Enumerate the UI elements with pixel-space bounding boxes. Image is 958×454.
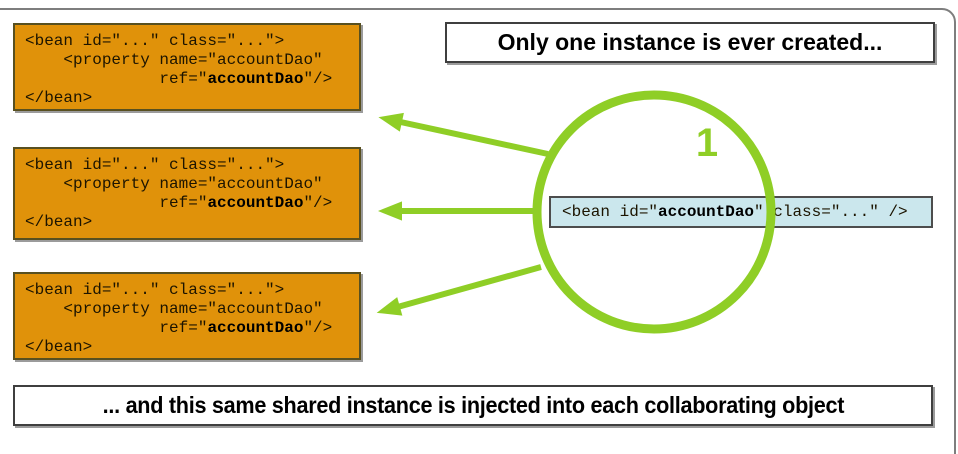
collaborator-bean-box-2: <bean id="..." class="..."> <property na… bbox=[13, 147, 361, 240]
xml-line: "/> bbox=[303, 70, 333, 88]
xml-line: <property name="accountDao" bbox=[25, 300, 323, 318]
bean-ref-name: accountDao bbox=[207, 319, 304, 337]
xml-line: "/> bbox=[303, 319, 333, 337]
bean-ref-name: accountDao bbox=[207, 70, 304, 88]
xml-line: <bean id="..." class="..."> bbox=[25, 281, 285, 299]
top-caption-box: Only one instance is ever created... bbox=[445, 22, 935, 63]
xml-line: "/> bbox=[303, 194, 333, 212]
xml-line: <property name="accountDao" bbox=[25, 175, 323, 193]
xml-line: ref=" bbox=[25, 70, 208, 88]
singleton-bean-box: <bean id="accountDao" class="..." /> bbox=[549, 196, 933, 228]
bottom-caption-box: ... and this same shared instance is inj… bbox=[13, 385, 933, 426]
xml-line: ref=" bbox=[25, 319, 208, 337]
collaborator-bean-box-3: <bean id="..." class="..."> <property na… bbox=[13, 272, 361, 360]
xml-segment: " class="..." /> bbox=[754, 203, 908, 221]
xml-line: </bean> bbox=[25, 89, 93, 107]
bean-ref-name: accountDao bbox=[207, 194, 304, 212]
bean-id-name: accountDao bbox=[658, 203, 755, 221]
xml-line: <property name="accountDao" bbox=[25, 51, 323, 69]
xml-line: <bean id="..." class="..."> bbox=[25, 156, 285, 174]
singleton-bean-xml: <bean id="accountDao" class="..." /> bbox=[562, 203, 908, 221]
xml-line: <bean id="..." class="..."> bbox=[25, 32, 285, 50]
collaborator-bean-xml-3: <bean id="..." class="..."> <property na… bbox=[15, 274, 359, 357]
top-caption-text: Only one instance is ever created... bbox=[497, 29, 883, 55]
collaborator-bean-xml-2: <bean id="..." class="..."> <property na… bbox=[15, 149, 359, 232]
bottom-caption-text: ... and this same shared instance is inj… bbox=[102, 392, 844, 418]
slide-frame bbox=[0, 8, 956, 454]
xml-line: ref=" bbox=[25, 194, 208, 212]
xml-segment: <bean id=" bbox=[562, 203, 659, 221]
instance-count-label: 1 bbox=[695, 121, 719, 165]
collaborator-bean-box-1: <bean id="..." class="..."> <property na… bbox=[13, 23, 361, 111]
xml-line: </bean> bbox=[25, 213, 93, 231]
collaborator-bean-xml-1: <bean id="..." class="..."> <property na… bbox=[15, 25, 359, 108]
xml-line: </bean> bbox=[25, 338, 93, 356]
